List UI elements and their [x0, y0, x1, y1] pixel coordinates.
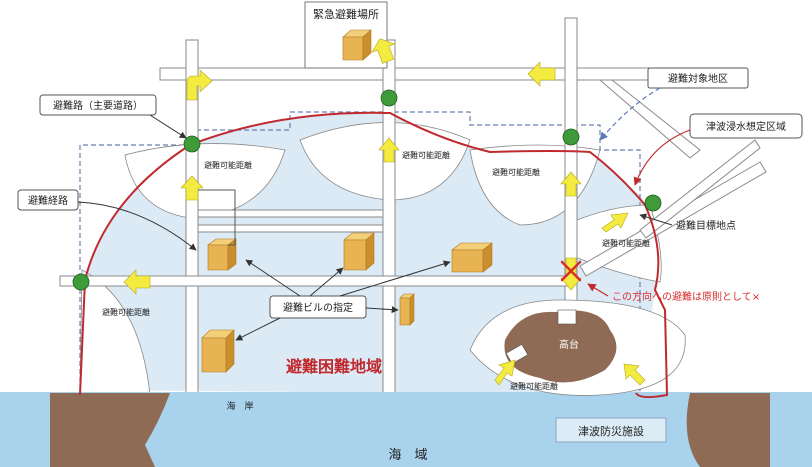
- evacuation-arrows: [123, 38, 646, 386]
- building-1: [207, 238, 237, 271]
- arrow-up-left: [180, 175, 204, 201]
- building-5: [201, 329, 235, 373]
- node-top-mid: [380, 89, 398, 107]
- tsunami-facility-label: 津波防災施設: [578, 424, 644, 438]
- emergency-shelter-label: 緊急避難場所: [313, 7, 379, 21]
- building-4: [399, 293, 415, 326]
- node-target: [644, 194, 662, 212]
- prohibited-direction-icon: [560, 260, 582, 282]
- evacuation-buildings: [201, 29, 493, 373]
- target-area-box: [647, 67, 749, 89]
- leader-lines: [77, 114, 673, 341]
- arrow-island-left: [494, 359, 516, 386]
- direction-warning-label: この方向への避難は原則として×: [612, 290, 760, 303]
- tsunami-facility-box: [555, 417, 667, 443]
- reachable-label-3: 避難可能距離: [492, 167, 540, 177]
- callout-boxes: [17, 67, 803, 319]
- building-2: [343, 232, 375, 271]
- stairs-top: [557, 309, 577, 325]
- arrow-left: [123, 269, 151, 295]
- target-area-label: 避難対象地区: [668, 72, 728, 85]
- stairs-left: [505, 343, 529, 365]
- reachable-label-4: 避難可能距離: [602, 238, 650, 248]
- arrow-top-right: [527, 61, 556, 87]
- tsunami-area-label: 津波浸水想定区域: [706, 120, 786, 133]
- high-ground-label: 高台: [559, 338, 579, 351]
- arrow-up-right: [560, 171, 582, 197]
- reachable-label-6: 避難可能距離: [510, 381, 558, 391]
- arrow-up-mid: [378, 137, 400, 163]
- target-point-label: 避難目標地点: [676, 219, 736, 232]
- evacuation-road-box: [39, 94, 157, 116]
- sea-label: 海 域: [388, 448, 427, 463]
- tsunami-area-leader: [633, 129, 691, 186]
- building-shelter: [342, 29, 372, 61]
- difficult-area-label: 避難困難地域: [286, 357, 382, 376]
- right-cliff: [686, 393, 770, 467]
- evacuation-road-label: 避難路（主要道路）: [53, 99, 143, 112]
- evacuation-route-line: [198, 189, 236, 246]
- arrow-shelter-up: [371, 38, 396, 64]
- warning-leader: [587, 283, 609, 297]
- arrow-shelter-turn: [186, 69, 213, 101]
- reachable-label-5: 避難可能距離: [102, 307, 150, 317]
- evacuation-route-box: [17, 189, 79, 211]
- high-ground: [504, 310, 617, 383]
- left-cliff: [50, 393, 170, 467]
- evacuation-nodes: [72, 89, 662, 291]
- node-top-right: [562, 128, 580, 146]
- node-left: [72, 273, 90, 291]
- target-area-leader: [599, 87, 661, 141]
- building-3: [451, 242, 493, 273]
- tsunami-area-box: [689, 113, 803, 139]
- node-top-left: [183, 135, 201, 153]
- coast-label: 海 岸: [226, 400, 253, 412]
- reachable-label-1: 避難可能距離: [204, 160, 252, 170]
- reachable-label-2: 避難可能距離: [402, 150, 450, 160]
- evacuation-route-label: 避難経路: [28, 194, 68, 207]
- arrow-diag-right: [601, 212, 629, 233]
- reachable-zone-right: [564, 204, 662, 283]
- arrow-island-right: [623, 363, 646, 386]
- building-designation-label: 避難ビルの指定: [283, 301, 353, 314]
- building-designation-box: [269, 295, 367, 319]
